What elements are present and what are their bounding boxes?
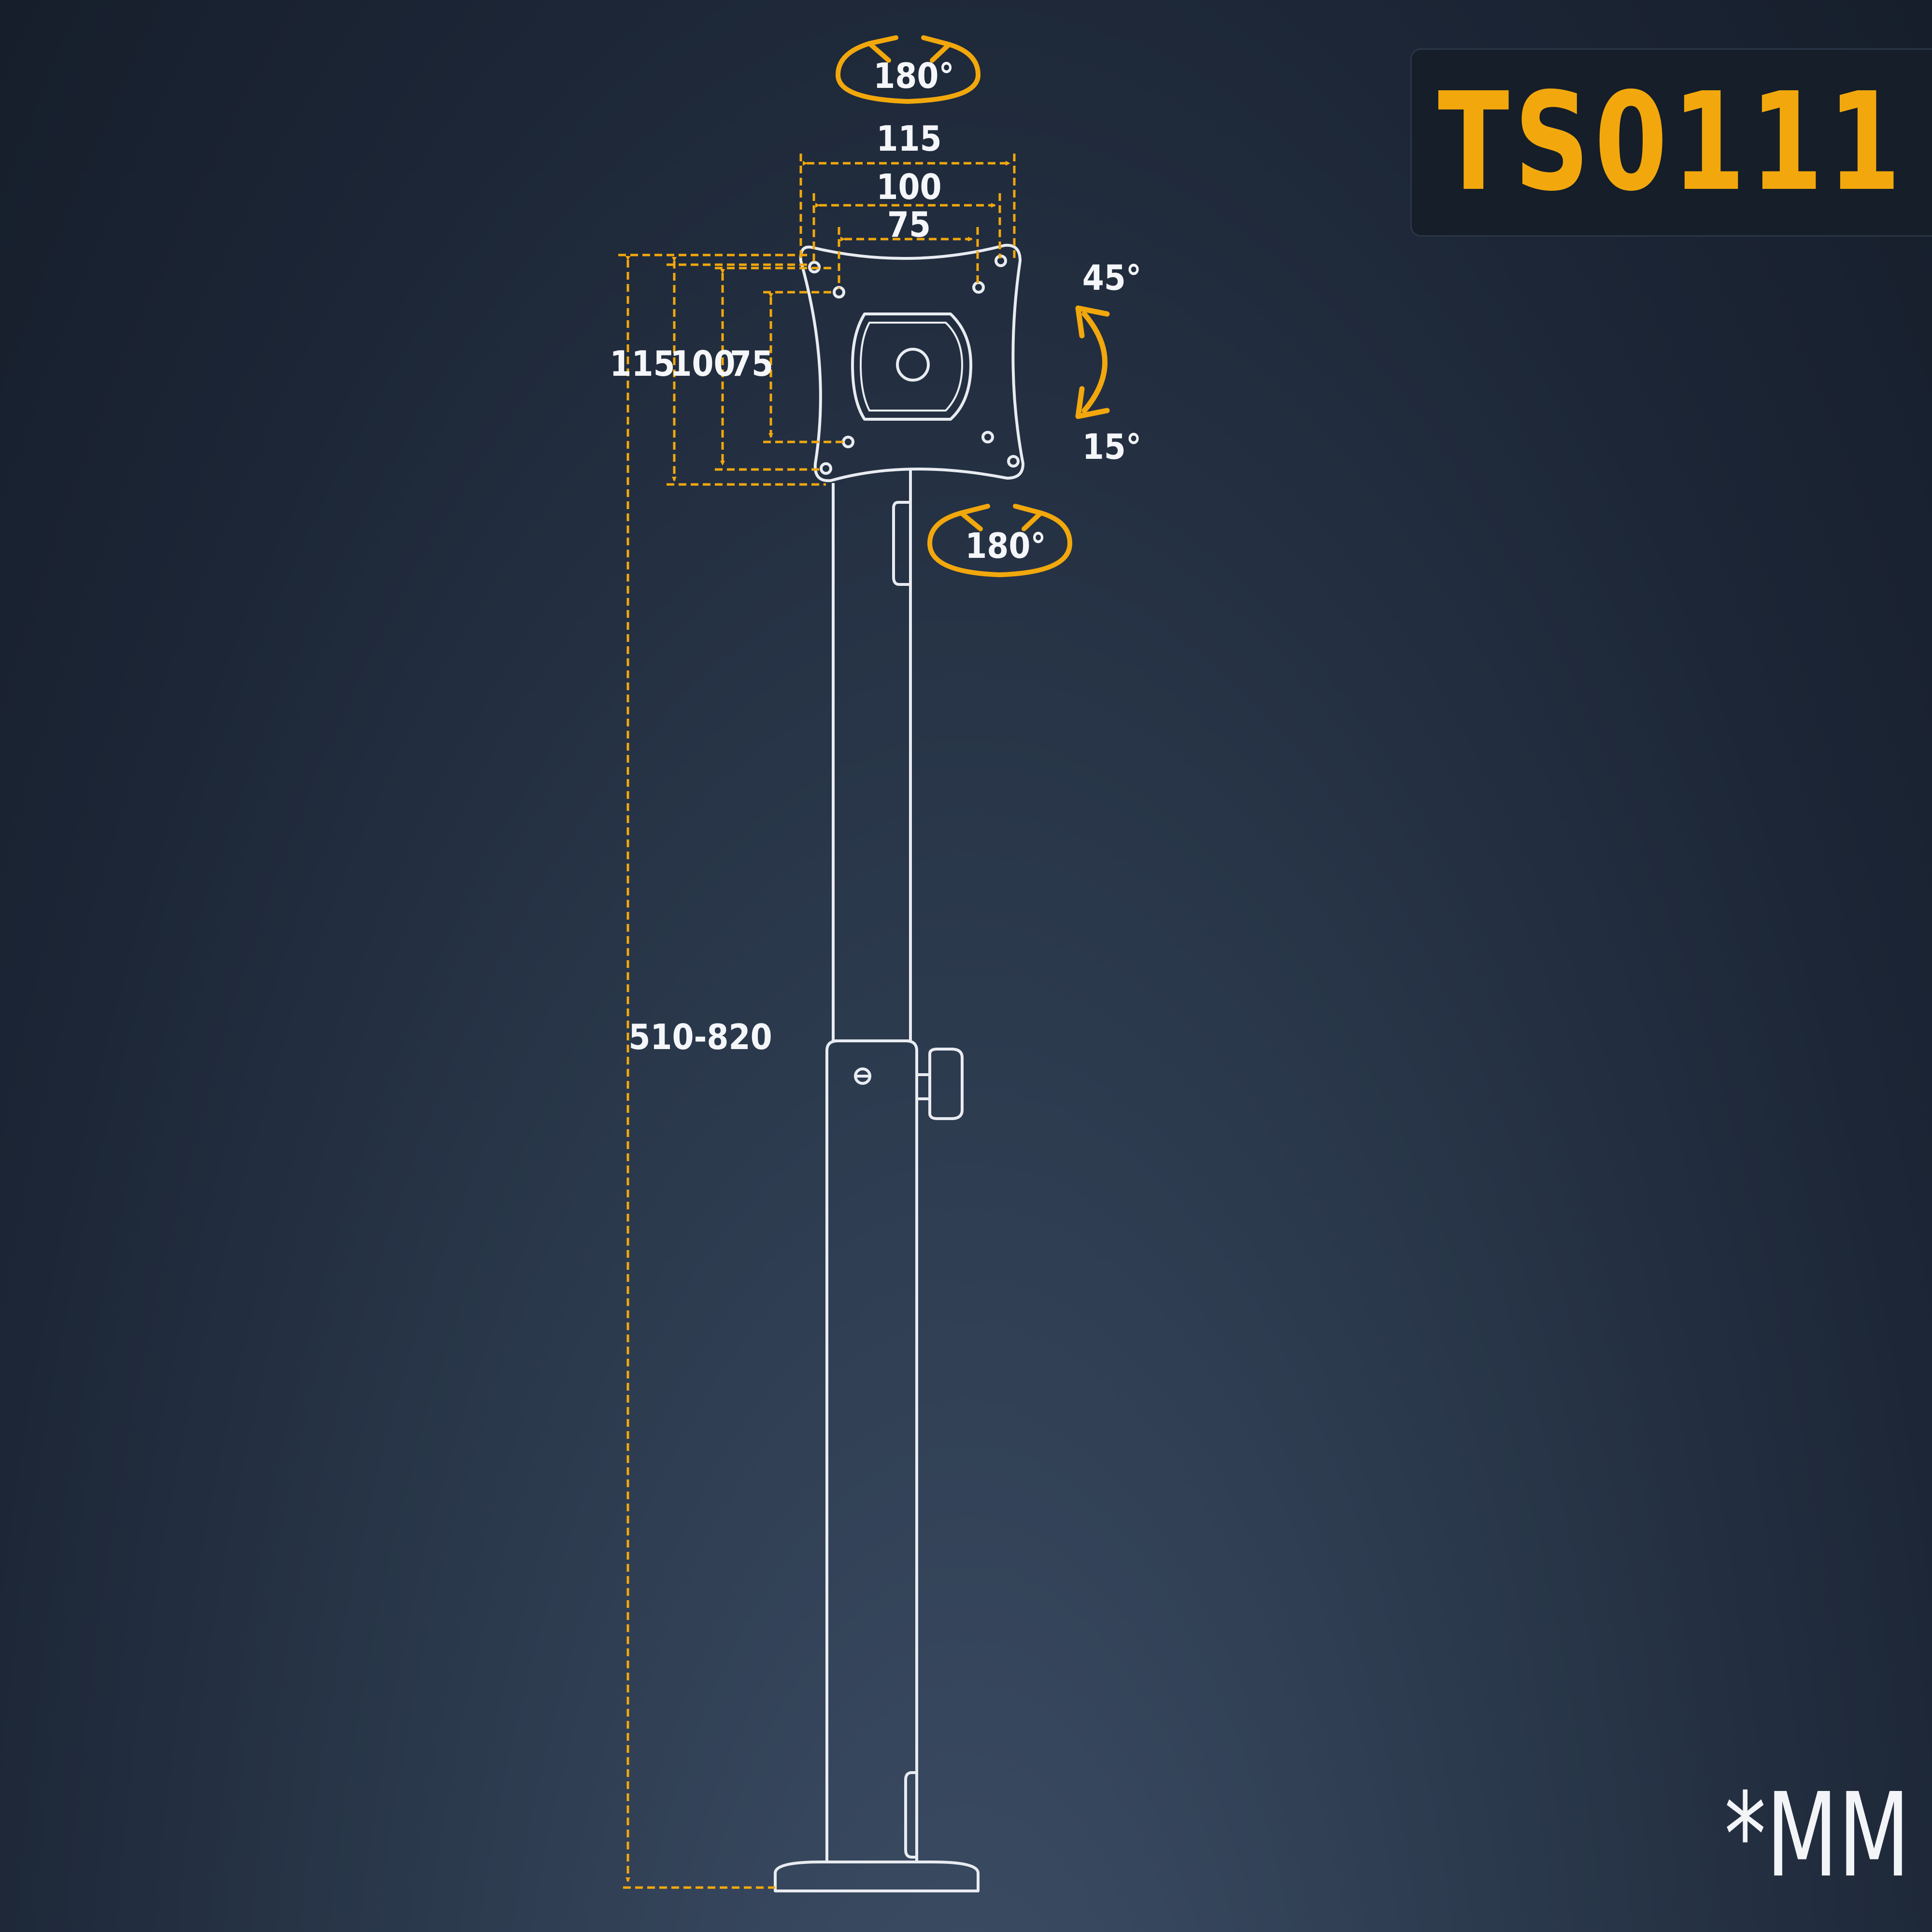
height-75-label: 75 [730, 343, 773, 384]
model-badge: TS0111 [1410, 48, 1932, 237]
height-100-label: 100 [670, 343, 735, 384]
tilt-down-label: 15° [1082, 426, 1142, 467]
height-range-label: 510-820 [628, 1017, 772, 1057]
plate-center-hole [896, 348, 930, 382]
width-100-label: 100 [876, 167, 941, 207]
vesa-plate [799, 243, 1024, 483]
rotation-bottom-label: 180° [965, 526, 1046, 566]
width-75-label: 75 [887, 204, 931, 245]
base-disc [774, 1861, 980, 1892]
rotation-top-label: 180° [873, 56, 954, 96]
screw [854, 1067, 871, 1085]
model-number: TS0111 [1438, 64, 1906, 221]
adjustment-knob [917, 1048, 964, 1120]
stand-outline [774, 243, 1024, 1892]
height-115-label: 115 [610, 343, 675, 384]
plate-inner-square [851, 313, 972, 421]
rotation-bottom-icon [927, 504, 1073, 578]
tilt-icon [1075, 305, 1110, 419]
upper-tube [832, 469, 912, 1041]
dimension-lines [618, 154, 1016, 1889]
rotation-top-icon [835, 35, 981, 104]
lower-tube [825, 1039, 918, 1863]
width-115-label: 115 [876, 118, 941, 159]
tilt-up-label: 45° [1082, 257, 1142, 298]
unit-label: *MM [1724, 1768, 1910, 1903]
